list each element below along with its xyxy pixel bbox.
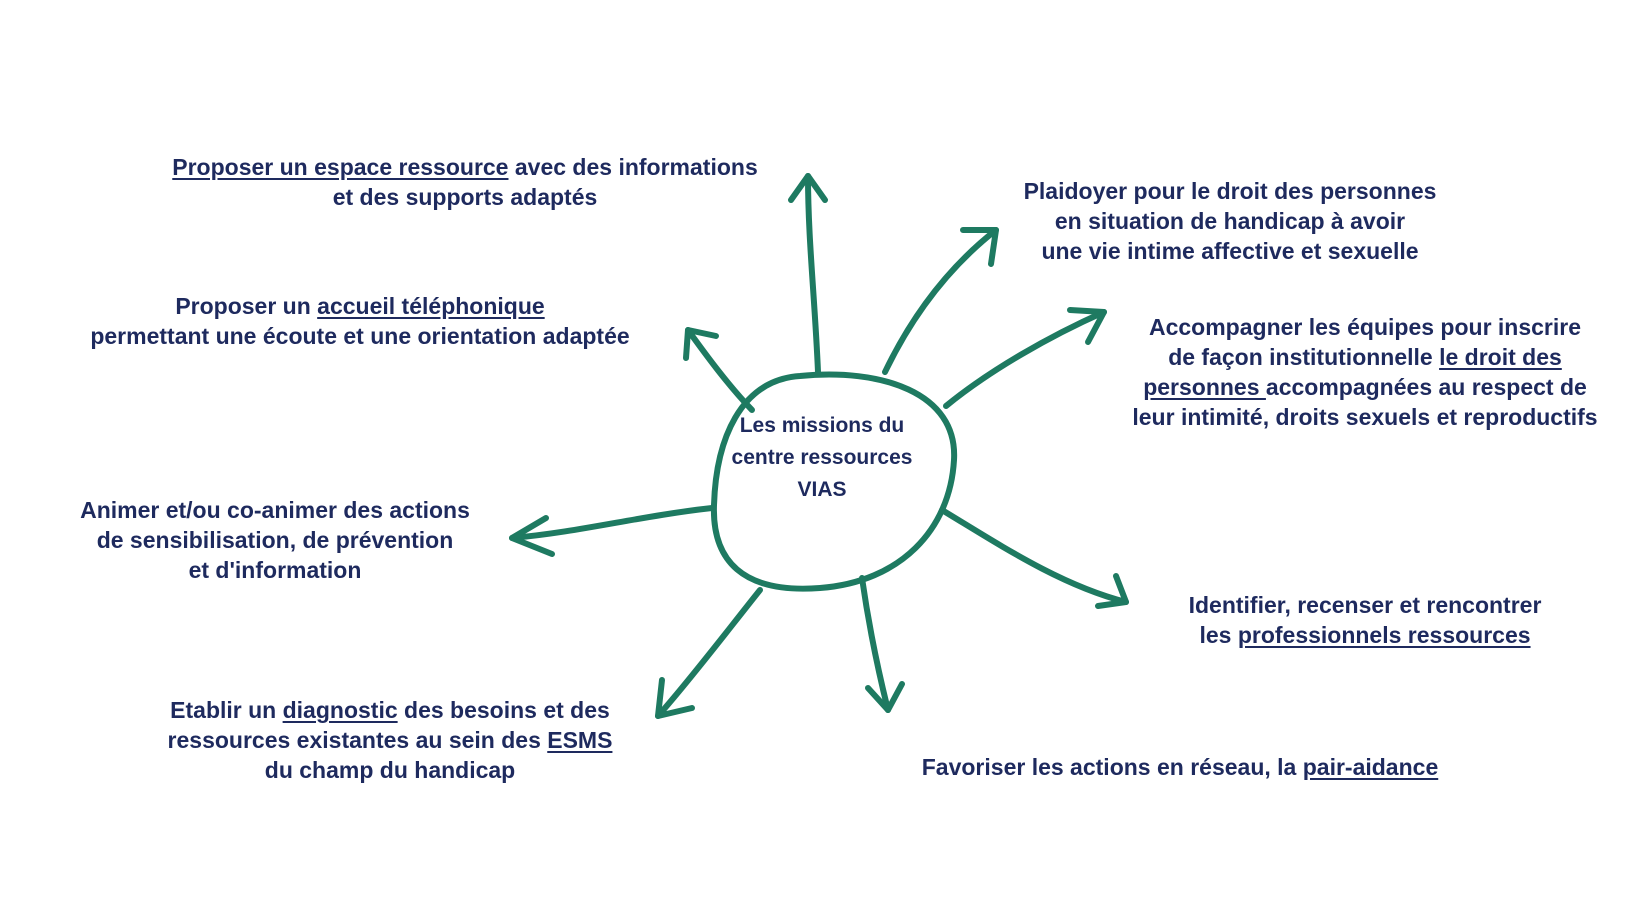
underlined-text: pair-aidance bbox=[1302, 754, 1439, 780]
arrow-animer-actions bbox=[509, 505, 715, 557]
central-hub-ellipse bbox=[710, 371, 958, 592]
text-segment: Proposer un bbox=[175, 293, 318, 319]
mission-line: Animer et/ou co-animer des actions bbox=[60, 495, 490, 525]
arrow-diagnostic bbox=[655, 587, 763, 719]
text-segment: Etablir un bbox=[170, 697, 283, 723]
mission-actions-reseau: Favoriser les actions en réseau, la pair… bbox=[900, 752, 1460, 782]
text-segment: les bbox=[1199, 622, 1238, 648]
text-segment: leur intimité, droits sexuels et reprodu… bbox=[1132, 404, 1598, 430]
underlined-text: ESMS bbox=[547, 727, 613, 753]
mission-line: Favoriser les actions en réseau, la pair… bbox=[900, 752, 1460, 782]
mission-line: ressources existantes au sein des ESMS bbox=[140, 725, 640, 755]
mission-animer-actions: Animer et/ou co-animer des actions de sen… bbox=[60, 495, 490, 585]
mission-line: permettant une écoute et une orientation… bbox=[65, 321, 655, 351]
mission-line: Proposer un accueil téléphonique bbox=[65, 291, 655, 321]
text-segment: Favoriser les actions en réseau, la bbox=[921, 754, 1303, 780]
mission-line: personnes accompagnées au respect de bbox=[1100, 372, 1630, 402]
underlined-text: personnes bbox=[1143, 374, 1266, 400]
text-segment: ressources existantes au sein des bbox=[167, 727, 548, 753]
mission-line: du champ du handicap bbox=[140, 755, 640, 785]
underlined-text: Proposer un espace ressource bbox=[172, 154, 509, 180]
underlined-text: diagnostic bbox=[282, 697, 398, 723]
mission-line: Etablir un diagnostic des besoins et des bbox=[140, 695, 640, 725]
text-segment: Animer et/ou co-animer des actions bbox=[80, 497, 470, 523]
text-segment: de façon institutionnelle bbox=[1168, 344, 1440, 370]
text-segment: et des supports adaptés bbox=[332, 184, 598, 210]
mission-line: une vie intime affective et sexuelle bbox=[980, 236, 1480, 266]
mission-line: les professionnels ressources bbox=[1155, 620, 1575, 650]
mission-line: Accompagner les équipes pour inscrire bbox=[1100, 312, 1630, 342]
text-segment: Accompagner les équipes pour inscrire bbox=[1148, 314, 1582, 340]
hub-label-line: Les missions du bbox=[739, 414, 905, 437]
mission-line: de sensibilisation, de prévention bbox=[60, 525, 490, 555]
mission-espace-ressource: Proposer un espace ressource avec des in… bbox=[145, 152, 785, 212]
underlined-text: accueil téléphonique bbox=[317, 293, 545, 319]
text-segment: avec des informations bbox=[508, 154, 758, 180]
text-segment: du champ du handicap bbox=[264, 757, 516, 783]
arrow-accueil-telephonique bbox=[683, 327, 755, 413]
arrow-actions-reseau bbox=[859, 575, 905, 713]
mission-line: Identifier, recenser et rencontrer bbox=[1155, 590, 1575, 620]
text-segment: de sensibilisation, de prévention bbox=[96, 527, 454, 553]
mission-line: en situation de handicap à avoir bbox=[980, 206, 1480, 236]
text-segment: permettant une écoute et une orientation… bbox=[90, 323, 630, 349]
arrow-accompagner-equipes bbox=[943, 307, 1107, 409]
text-segment: accompagnées au respect de bbox=[1265, 374, 1587, 400]
mission-line: Plaidoyer pour le droit des personnes bbox=[980, 176, 1480, 206]
underlined-text: professionnels ressources bbox=[1237, 622, 1531, 648]
mission-line: de façon institutionnelle le droit des bbox=[1100, 342, 1630, 372]
hub-label-line: centre ressources bbox=[731, 446, 913, 469]
mission-diagnostic: Etablir un diagnostic des besoins et des… bbox=[140, 695, 640, 785]
mission-line: Proposer un espace ressource avec des in… bbox=[145, 152, 785, 182]
underlined-text: le droit des bbox=[1439, 344, 1562, 370]
mission-line: et des supports adaptés bbox=[145, 182, 785, 212]
text-segment: et d'information bbox=[188, 557, 362, 583]
hub-label-line: VIAS bbox=[797, 478, 847, 501]
arrow-plaidoyer bbox=[882, 227, 999, 375]
arrow-identifier-professionnels bbox=[939, 507, 1129, 609]
text-segment: une vie intime affective et sexuelle bbox=[1041, 238, 1419, 264]
text-segment: Plaidoyer pour le droit des personnes bbox=[1023, 178, 1437, 204]
text-segment: des besoins et des bbox=[397, 697, 610, 723]
mission-line: leur intimité, droits sexuels et reprodu… bbox=[1100, 402, 1630, 432]
mission-line: et d'information bbox=[60, 555, 490, 585]
text-segment: en situation de handicap à avoir bbox=[1054, 208, 1406, 234]
text-segment: Identifier, recenser et rencontrer bbox=[1188, 592, 1542, 618]
hub-label: Les missions du centre ressources VIAS bbox=[702, 410, 942, 506]
arrow-espace-ressource bbox=[788, 173, 828, 375]
mission-plaidoyer: Plaidoyer pour le droit des personnes en … bbox=[980, 176, 1480, 266]
